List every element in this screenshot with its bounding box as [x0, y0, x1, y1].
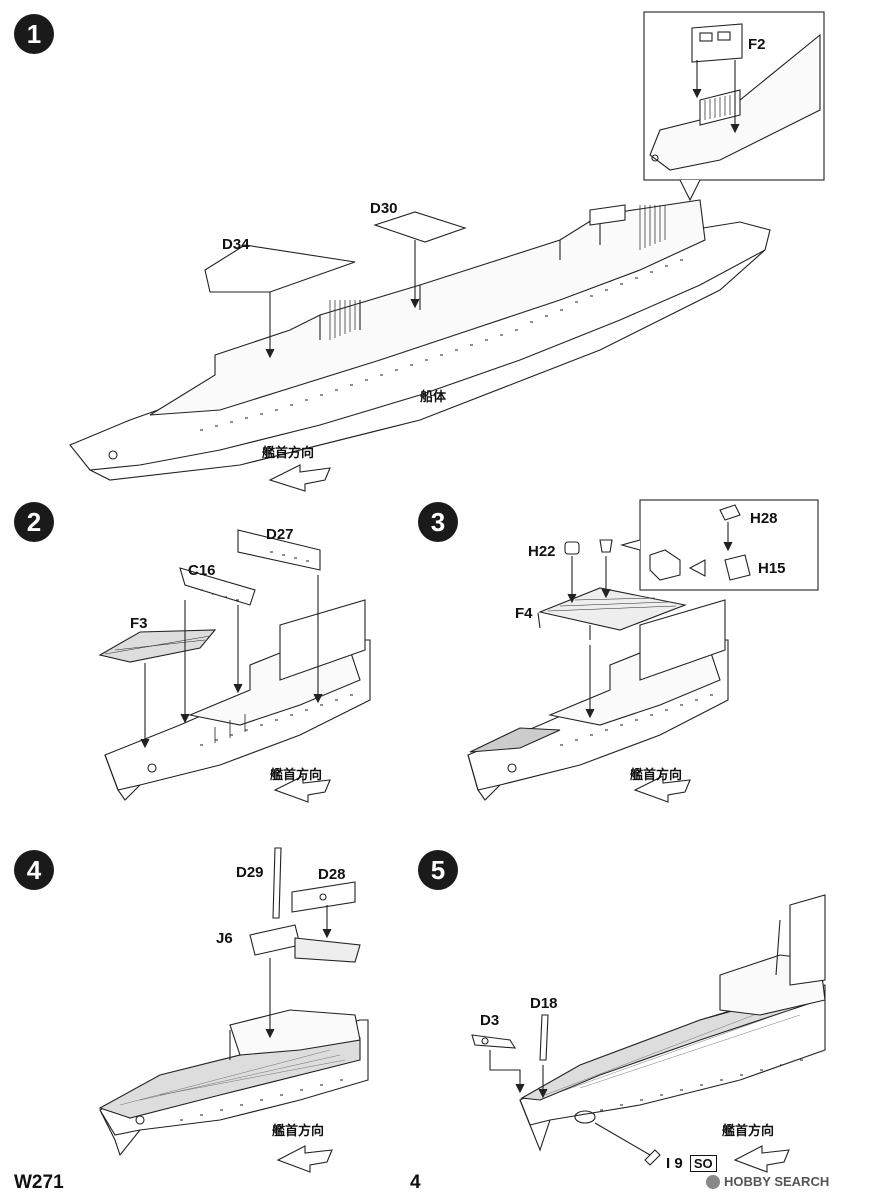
step-number-4: 4 [14, 850, 54, 890]
step5-bow-drawing [471, 894, 826, 1173]
watermark-text: HOBBY SEARCH [724, 1174, 830, 1189]
step4-bow-drawing [98, 847, 369, 1173]
step2-bow-drawing [98, 529, 371, 803]
kit-code: W271 [14, 1172, 64, 1193]
part-label-h28: H28 [750, 510, 778, 527]
direction-label-5: 艦首方向 [722, 1124, 775, 1139]
step1-hull-drawing [69, 11, 825, 492]
direction-label-3: 艦首方向 [630, 768, 683, 783]
part-label-d30: D30 [370, 200, 398, 217]
direction-label-4: 艦首方向 [272, 1124, 325, 1139]
watermark-logo-icon [706, 1174, 720, 1189]
part-label-d29: D29 [236, 864, 264, 881]
part-label-d18: D18 [530, 995, 558, 1012]
step3-bow-drawing [467, 499, 819, 803]
paint-code-number: I 9 [666, 1155, 683, 1172]
watermark: HOBBY SEARCH [706, 1174, 829, 1189]
hull-label: 船体 [420, 390, 447, 405]
part-label-f4: F4 [515, 605, 533, 622]
part-label-c16: C16 [188, 562, 216, 579]
direction-label-1: 艦首方向 [262, 446, 315, 461]
part-label-f2: F2 [748, 36, 766, 53]
part-label-h22: H22 [528, 543, 556, 560]
part-label-j6: J6 [216, 930, 233, 947]
step-number-3: 3 [418, 502, 458, 542]
part-label-f3: F3 [130, 615, 148, 632]
page-number: 4 [410, 1172, 421, 1193]
direction-label-2: 艦首方向 [270, 768, 323, 783]
step-number-2: 2 [14, 502, 54, 542]
part-label-d27: D27 [266, 526, 294, 543]
step-number-1: 1 [14, 14, 54, 54]
part-label-h15: H15 [758, 560, 786, 577]
paint-code-box: SO [689, 1155, 717, 1172]
paint-code: I 9 SO [666, 1155, 717, 1172]
part-label-d28: D28 [318, 866, 346, 883]
part-label-d3: D3 [480, 1012, 500, 1029]
step-number-5: 5 [418, 850, 458, 890]
part-label-d34: D34 [222, 236, 250, 253]
